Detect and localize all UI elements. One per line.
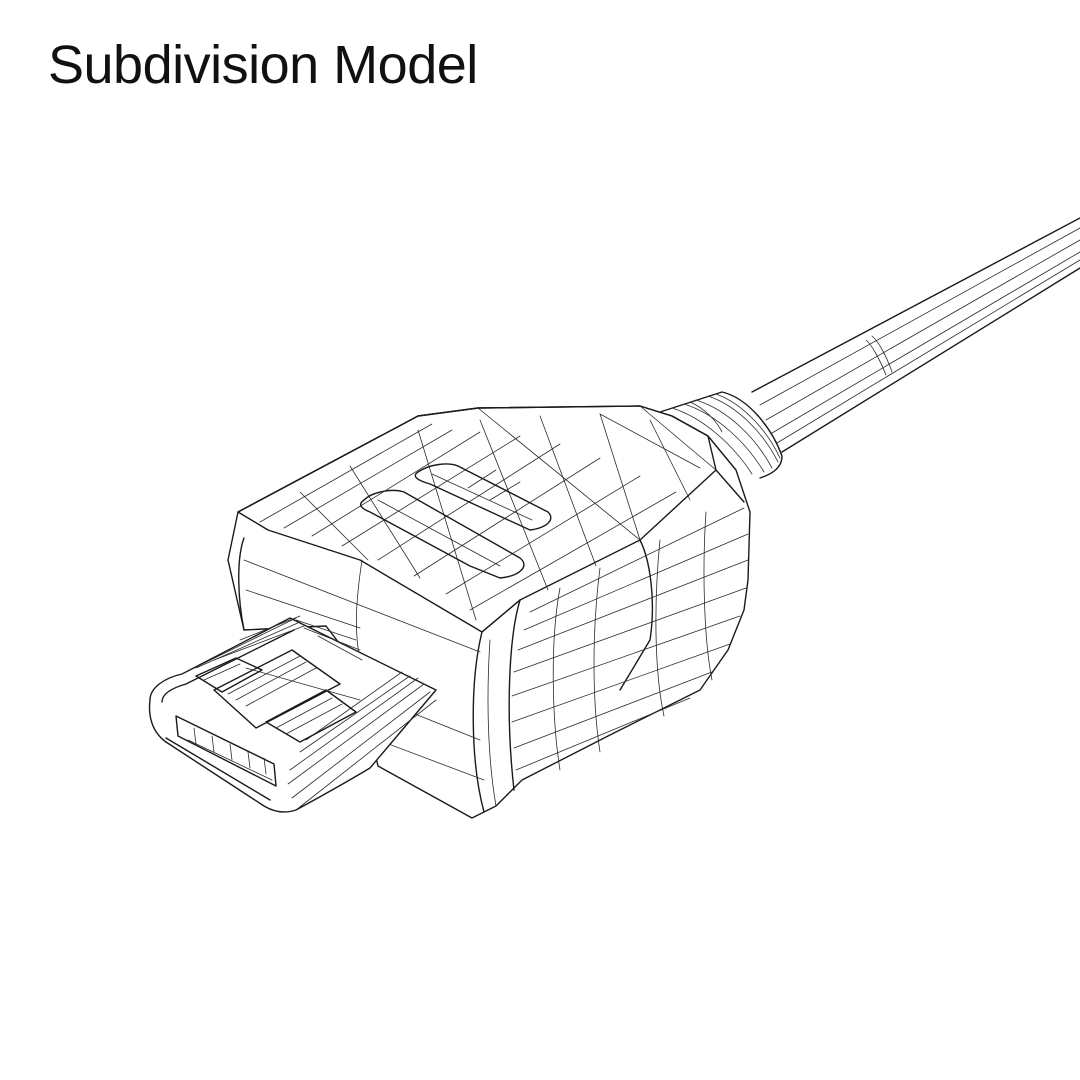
metal-plug [148,615,437,813]
cable [751,217,1080,453]
page-title: Subdivision Model [48,35,478,95]
strain-relief [659,391,783,479]
connector-housing [227,405,751,819]
